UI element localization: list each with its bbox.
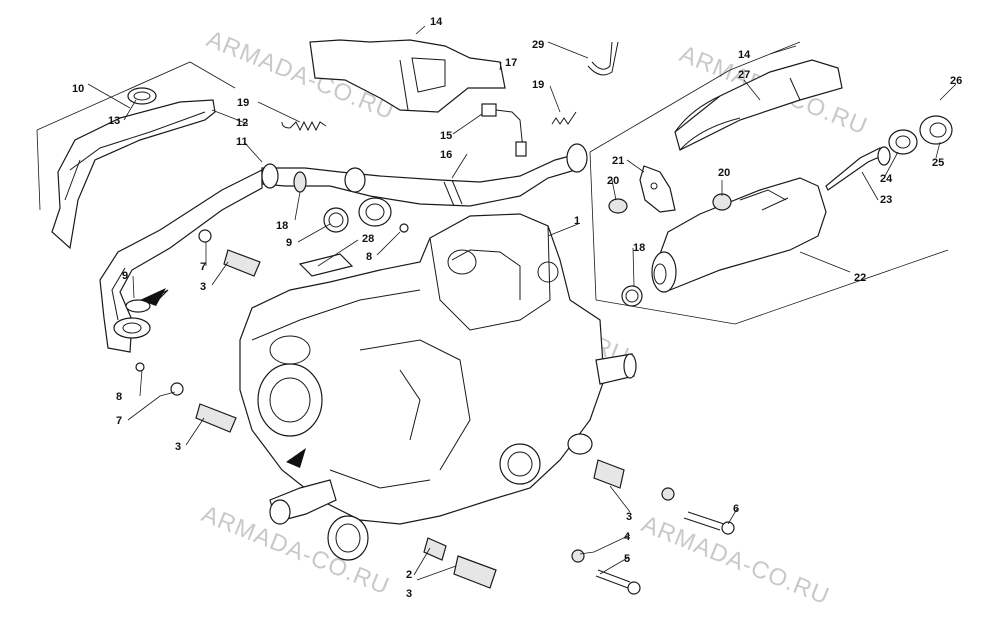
callout-6: 6 bbox=[733, 503, 739, 515]
callout-12: 12 bbox=[236, 117, 248, 129]
group-brackets bbox=[36, 41, 949, 325]
callout-15: 15 bbox=[440, 130, 452, 142]
callout-20-right: 20 bbox=[718, 167, 730, 179]
label-plate bbox=[298, 253, 354, 277]
callout-3-left: 3 bbox=[175, 441, 181, 453]
callout-29: 29 bbox=[532, 39, 544, 51]
callout-20-left: 20 bbox=[607, 175, 619, 187]
watermark-bottom-right: ARMADA-CO.RU bbox=[638, 511, 834, 611]
callout-27: 27 bbox=[738, 69, 750, 81]
callout-5: 5 bbox=[624, 553, 630, 565]
callout-8-left: 8 bbox=[116, 391, 122, 403]
callout-16: 16 bbox=[440, 149, 452, 161]
engine-assembly bbox=[239, 213, 637, 561]
direction-arrows bbox=[140, 288, 306, 468]
callout-1: 1 bbox=[574, 215, 580, 227]
callout-25: 25 bbox=[932, 157, 944, 169]
pipe-gaskets bbox=[293, 171, 392, 233]
callout-labels: 1 2 3 3 3 3 4 5 6 7 7 8 8 9 9 10 11 12 1… bbox=[72, 16, 962, 600]
callout-3-bottom: 3 bbox=[406, 588, 412, 600]
callout-7-upper: 7 bbox=[200, 261, 206, 273]
muffler-heat-shield bbox=[674, 59, 843, 151]
muffler bbox=[651, 177, 827, 293]
callout-14-right: 14 bbox=[738, 49, 751, 61]
exhaust-heat-shield bbox=[51, 87, 216, 250]
spring-left bbox=[281, 120, 327, 132]
spark-arrestor bbox=[825, 146, 891, 191]
callout-18-right: 18 bbox=[633, 242, 645, 254]
callout-22: 22 bbox=[854, 272, 866, 284]
callout-18-left: 18 bbox=[276, 220, 288, 232]
callout-3-right: 3 bbox=[626, 511, 632, 523]
mid-pipe bbox=[261, 143, 588, 207]
oxygen-sensor bbox=[481, 103, 527, 157]
engine-mounts bbox=[195, 249, 625, 589]
callout-2: 2 bbox=[406, 569, 412, 581]
callout-9-center: 9 bbox=[286, 237, 292, 249]
callout-17: 17 bbox=[505, 57, 517, 69]
fasteners bbox=[135, 223, 735, 595]
callout-19-right: 19 bbox=[532, 79, 544, 91]
callout-26: 26 bbox=[950, 75, 962, 87]
callout-24: 24 bbox=[880, 173, 893, 185]
callout-21: 21 bbox=[612, 155, 624, 167]
callout-4: 4 bbox=[624, 531, 631, 543]
exhaust-clamp bbox=[587, 41, 619, 76]
callout-13: 13 bbox=[108, 115, 120, 127]
muffler-bracket bbox=[639, 165, 676, 213]
callout-19-left: 19 bbox=[237, 97, 249, 109]
tail-flange bbox=[888, 115, 953, 155]
callout-3-upper: 3 bbox=[200, 281, 206, 293]
grommets bbox=[608, 193, 732, 214]
spring-right bbox=[551, 111, 577, 125]
callout-10: 10 bbox=[72, 83, 84, 95]
leader-lines bbox=[87, 25, 957, 581]
upper-heat-shield bbox=[309, 39, 506, 113]
callout-28: 28 bbox=[362, 233, 374, 245]
muffler-gasket bbox=[621, 285, 643, 307]
callout-11: 11 bbox=[236, 136, 248, 148]
callout-8-center: 8 bbox=[366, 251, 372, 263]
callout-9-left: 9 bbox=[122, 270, 128, 282]
exhaust-header-pipe bbox=[99, 169, 263, 353]
callout-23: 23 bbox=[880, 194, 892, 206]
callout-14-top: 14 bbox=[430, 16, 443, 28]
callout-7-lower: 7 bbox=[116, 415, 122, 427]
